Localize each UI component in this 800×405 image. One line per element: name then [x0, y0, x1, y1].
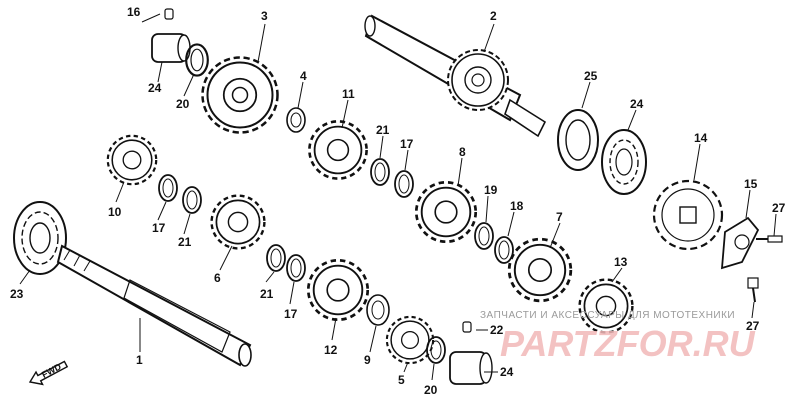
gear-6 [210, 194, 266, 250]
bushing-4 [286, 107, 306, 133]
label-24-bottom: 24 [500, 365, 514, 379]
watermark-brand: PARTZFOR.RU [500, 323, 756, 364]
label-20-top: 20 [176, 97, 190, 111]
fixing-plate-15 [720, 216, 760, 270]
oil-seal-26 [557, 109, 599, 171]
label-8: 8 [459, 145, 466, 159]
circlip-21-mid [370, 158, 390, 186]
watermark: ЗАПЧАСТИ И АКСЕССУАРЫ ДЛЯ МОТОТЕХНИКИ PA… [480, 310, 756, 364]
gear-12 [306, 258, 370, 322]
label-11: 11 [342, 87, 355, 101]
bolt-27-upper [756, 235, 783, 243]
label-6: 6 [214, 271, 221, 285]
circlip-21-left [182, 186, 202, 214]
part-labels: 16 3 2 24 20 4 11 21 17 8 19 18 7 25 24 … [10, 5, 786, 397]
sprocket-14 [652, 179, 724, 251]
label-10: 10 [108, 205, 122, 219]
label-7: 7 [556, 210, 563, 224]
leader-lines [19, 13, 777, 381]
washer-17-lower [286, 254, 306, 282]
label-17-lower: 17 [284, 307, 298, 321]
label-22: 22 [490, 323, 504, 337]
label-9: 9 [364, 353, 371, 367]
washer-17-left [158, 174, 178, 202]
label-23: 23 [10, 287, 24, 301]
label-5: 5 [398, 373, 405, 387]
washer-19 [474, 222, 494, 250]
gear-5 [385, 315, 435, 365]
gear-11 [308, 120, 368, 180]
washer-20-top [185, 43, 209, 77]
label-2: 2 [490, 9, 497, 23]
watermark-caption: ЗАПЧАСТИ И АКСЕССУАРЫ ДЛЯ МОТОТЕХНИКИ [480, 310, 735, 321]
label-20-bottom: 20 [424, 383, 438, 397]
gear-8 [414, 180, 478, 244]
bearing-25 [601, 129, 647, 195]
label-18: 18 [510, 199, 524, 213]
label-24-top: 24 [148, 81, 162, 95]
fwd-direction-marker: FWD [28, 360, 69, 386]
circlip-21-lower [266, 244, 286, 272]
label-17-left: 17 [152, 221, 166, 235]
bearing-23 [13, 201, 67, 275]
bearing-24-bottom [449, 351, 493, 385]
label-4: 4 [300, 69, 307, 83]
label-21-lower: 21 [260, 287, 274, 301]
label-16: 16 [127, 5, 141, 19]
label-26: 25 [584, 69, 598, 83]
label-13: 13 [614, 255, 628, 269]
bushing-9 [366, 294, 390, 326]
label-21-left: 21 [178, 235, 192, 249]
gear-7 [507, 237, 573, 303]
washer-17-mid [394, 170, 414, 198]
gear-10 [106, 134, 158, 186]
bearing-24-top [151, 33, 191, 63]
label-19: 19 [484, 183, 498, 197]
label-25: 24 [630, 97, 644, 111]
label-21-mid: 21 [376, 123, 390, 137]
label-12: 12 [324, 343, 338, 357]
label-15: 15 [744, 177, 758, 191]
gear-3 [201, 56, 279, 134]
washer-18 [494, 236, 514, 264]
pin-16 [164, 8, 174, 20]
countershaft-2 [364, 14, 547, 138]
bolt-27-lower [747, 277, 759, 303]
label-27-upper: 27 [772, 201, 786, 215]
pin-22 [462, 321, 472, 333]
label-3: 3 [261, 9, 268, 23]
mainshaft-1 [56, 244, 252, 367]
label-1: 1 [136, 353, 143, 367]
label-17-mid: 17 [400, 137, 414, 151]
label-14: 14 [694, 131, 708, 145]
label-27-lower: 27 [746, 319, 760, 333]
